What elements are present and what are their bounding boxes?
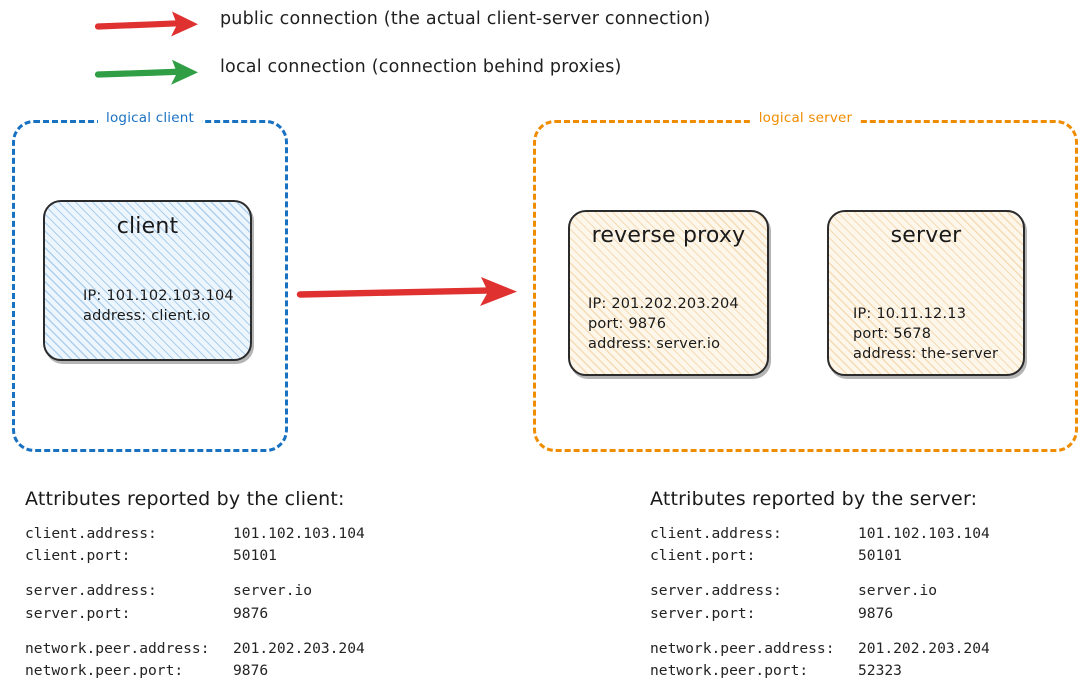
attribute-key: server.address: — [25, 582, 157, 600]
attribute-value: 9876 — [233, 604, 269, 622]
client-attributes-heading: Attributes reported by the client: — [25, 488, 345, 510]
node-server[interactable]: server IP: 10.11.12.13 port: 5678 addres… — [827, 210, 1025, 376]
table-row: server.address: server.io — [25, 580, 365, 602]
node-client-title: client — [116, 214, 179, 239]
attribute-group: network.peer.address: 201.202.203.204 ne… — [650, 638, 990, 682]
table-row: network.peer.port: 52323 — [650, 660, 990, 682]
attribute-key: network.peer.address: — [25, 639, 210, 657]
attribute-group: client.address: 101.102.103.104 client.p… — [25, 523, 365, 567]
node-client[interactable]: client IP: 101.102.103.104 address: clie… — [43, 200, 252, 361]
node-reverse-proxy[interactable]: reverse proxy IP: 201.202.203.204 port: … — [568, 210, 769, 376]
green-arrow-right-icon — [95, 59, 198, 85]
node-client-details: IP: 101.102.103.104 address: client.io — [83, 288, 234, 324]
logical-client-caption: logical client — [98, 110, 202, 126]
attribute-value: server.io — [858, 582, 938, 600]
attribute-key: client.address: — [650, 525, 782, 542]
attribute-key: client.port: — [650, 547, 756, 565]
attribute-key: server.address: — [650, 582, 782, 600]
attribute-key: server.port: — [650, 604, 756, 622]
table-row: client.port: 50101 — [25, 545, 365, 567]
table-row: client.address: 101.102.103.104 — [650, 523, 990, 545]
attribute-key: network.peer.port: — [650, 661, 809, 679]
legend-label-public-connection: public connection (the actual client-ser… — [220, 9, 711, 29]
logical-server-container: logical server — [533, 110, 1078, 452]
attribute-key: client.port: — [25, 547, 131, 565]
attribute-key: server.port: — [25, 604, 131, 622]
table-row: server.port: 9876 — [650, 603, 990, 625]
attribute-group: client.address: 101.102.103.104 client.p… — [650, 523, 990, 567]
attribute-key: network.peer.port: — [25, 661, 184, 679]
table-row: client.address: 101.102.103.104 — [25, 523, 365, 545]
attribute-value: 50101 — [233, 547, 277, 565]
legend-label-local-connection: local connection (connection behind prox… — [220, 57, 622, 77]
attribute-group: network.peer.address: 201.202.203.204 ne… — [25, 638, 365, 682]
table-row: client.port: 50101 — [650, 545, 990, 567]
client-attributes-table: Attributes reported by the client: clien… — [25, 488, 365, 695]
attribute-group: server.address: server.io server.port: 9… — [650, 580, 990, 624]
legend: public connection (the actual client-ser… — [0, 0, 1080, 100]
node-reverse-proxy-details: IP: 201.202.203.204 port: 9876 address: … — [588, 296, 739, 352]
table-row: network.peer.address: 201.202.203.204 — [650, 638, 990, 660]
public-connection-arrow-icon — [296, 277, 517, 306]
node-server-details: IP: 10.11.12.13 port: 5678 address: the-… — [853, 306, 999, 362]
table-row: server.address: server.io — [650, 580, 990, 602]
attribute-key: client.address: — [25, 525, 157, 542]
table-row: network.peer.port: 9876 — [25, 660, 365, 682]
attribute-value: 50101 — [858, 547, 902, 565]
attribute-value: 101.102.103.104 — [858, 525, 990, 542]
attribute-key: network.peer.address: — [650, 639, 835, 657]
node-reverse-proxy-title: reverse proxy — [591, 223, 746, 248]
logical-server-caption: logical server — [750, 110, 861, 126]
attribute-value: server.io — [233, 582, 313, 600]
server-attributes-table: Attributes reported by the server: clien… — [650, 488, 990, 695]
attribute-group: server.address: server.io server.port: 9… — [25, 580, 365, 624]
attribute-value: 52323 — [858, 661, 902, 679]
server-attributes-heading: Attributes reported by the server: — [650, 488, 978, 510]
attribute-value: 201.202.203.204 — [858, 639, 990, 657]
red-arrow-right-icon — [95, 11, 198, 37]
node-server-title: server — [890, 223, 962, 248]
attribute-value: 101.102.103.104 — [233, 525, 365, 542]
table-row: network.peer.address: 201.202.203.204 — [25, 638, 365, 660]
logical-client-container: logical client — [12, 110, 288, 452]
attribute-value: 201.202.203.204 — [233, 639, 365, 657]
attribute-value: 9876 — [858, 604, 894, 622]
attribute-value: 9876 — [233, 661, 269, 679]
table-row: server.port: 9876 — [25, 603, 365, 625]
